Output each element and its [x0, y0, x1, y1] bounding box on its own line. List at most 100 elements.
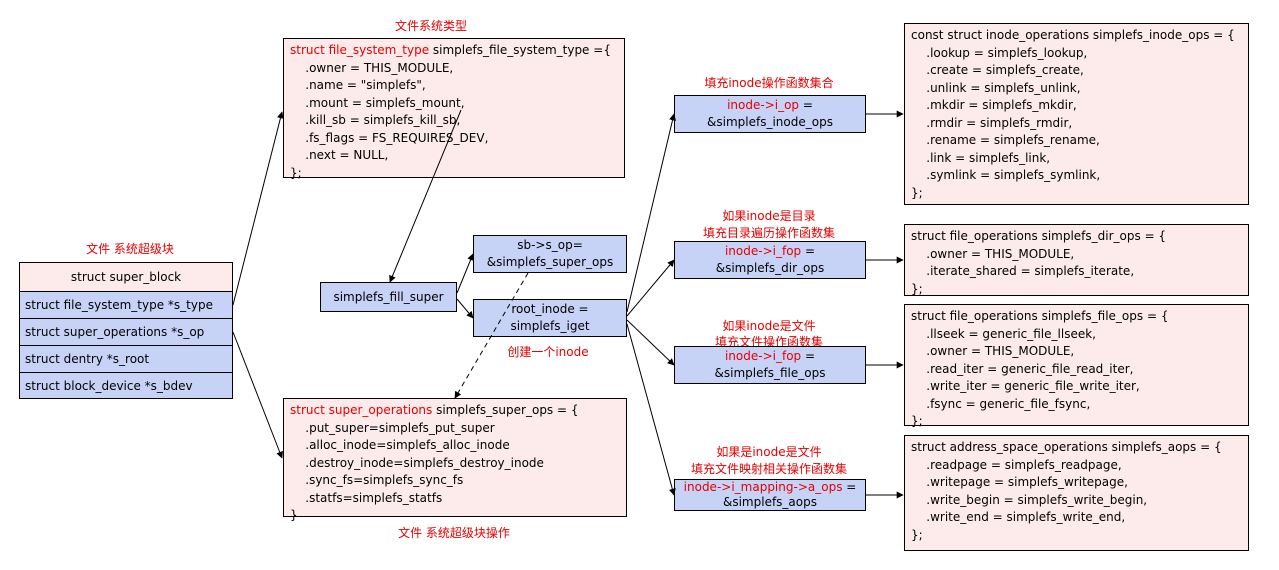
if-file-label-1: 如果inode是文件 [722, 319, 816, 333]
super-ops-line: .alloc_inode=simplefs_alloc_inode [290, 438, 510, 452]
arrow-root-inode-to-i-mapping [626, 323, 676, 496]
file-ops-line: }; [911, 414, 923, 428]
super-block-label: 文件 系统超级块 [86, 242, 174, 256]
aops-line: .write_end = simplefs_write_end, [911, 510, 1126, 524]
if-dir-label-1: 如果inode是目录 [722, 209, 816, 223]
arrow-fill-super-to-sb-op [456, 253, 474, 294]
if-file-map-label-1: 如果是inode是文件 [716, 445, 822, 459]
fs-type-decl: struct file_system_type simplefs_file_sy… [290, 42, 618, 60]
field-s-type: struct file_system_type *s_type [25, 298, 213, 312]
arrow-sb-op-to-super-ops [454, 272, 529, 399]
super-ops-label: 文件 系统超级块操作 [398, 526, 510, 540]
aops-line: struct address_space_operations simplefs… [911, 440, 1222, 454]
arrow-mount-to-fill-super [389, 109, 462, 283]
arrow-root-inode-to-i-fop-dir [626, 259, 675, 317]
root-inode-node: root_inode = simplefs_iget [473, 299, 627, 337]
super-block-field: struct block_device *s_bdev [20, 372, 232, 399]
arrow-root-inode-to-i-op [626, 113, 676, 313]
i-fop-file-line2: &simplefs_file_ops [714, 366, 826, 380]
aops-line: }; [911, 527, 923, 542]
file-ops-line: struct file_operations simplefs_file_ops… [911, 309, 1169, 323]
fill-super-text: simplefs_fill_super [333, 290, 444, 304]
fs-type-decl-rest: simplefs_file_system_type ={ [429, 43, 611, 57]
if-file-label-2: 填充文件操作函数集 [714, 335, 823, 349]
inode-ops-line: .create = simplefs_create, [911, 63, 1084, 77]
i-fop-file-field: inode->i_fop [724, 349, 802, 363]
super-block-field: struct file_system_type *s_type [20, 291, 232, 318]
field-s-op: struct super_operations *s_op [25, 325, 205, 339]
super-ops-decl-rest: simplefs_super_ops = { [432, 403, 579, 417]
i-op-line2: &simplefs_inode_ops [707, 115, 833, 129]
i-mapping-field: inode->i_mapping->a_ops [683, 480, 843, 494]
fs-type-line: .fs_flags = FS_REQUIRES_DEV, [290, 130, 489, 145]
i-mapping-node: inode->i_mapping->a_ops = &simplefs_aops [674, 479, 866, 511]
fs-type-label: 文件系统类型 [394, 19, 467, 33]
inode-ops-line: .symlink = simplefs_symlink, [911, 168, 1101, 182]
i-fop-file-line1: inode->i_fop = [725, 348, 815, 365]
i-fop-dir-line1: inode->i_fop = [725, 243, 815, 260]
sb-op-node: sb->s_op= &simplefs_super_ops [473, 235, 627, 273]
if-file-map-label-2: 填充文件映射相关操作函数集 [690, 462, 847, 476]
super-ops-line: .statfs=simplefs_statfs [290, 490, 443, 505]
i-fop-file-eq: = [801, 349, 816, 363]
inode-ops-line: .link = simplefs_link, [911, 150, 1051, 165]
i-fop-dir-field: inode->i_fop [724, 244, 802, 258]
root-inode-line1: root_inode = [511, 302, 589, 316]
i-fop-file-node: inode->i_fop = &simplefs_file_ops [674, 346, 866, 384]
fs-type-line: .owner = THIS_MODULE, [290, 60, 454, 75]
aops-line: .readpage = simplefs_readpage, [911, 457, 1122, 472]
file-ops-box: struct file_operations simplefs_file_ops… [904, 304, 1249, 428]
super-ops-box: struct super_operations simplefs_super_o… [283, 398, 627, 522]
super-block-header: struct super_block [20, 263, 232, 291]
dir-ops-box: struct file_operations simplefs_dir_ops … [904, 224, 1249, 296]
inode-ops-line: .rmdir = simplefs_rmdir, [911, 115, 1073, 130]
file-ops-line: .fsync = generic_file_fsync, [911, 396, 1091, 411]
inode-ops-line: .lookup = simplefs_lookup, [911, 45, 1088, 60]
fs-type-box: struct file_system_type simplefs_file_sy… [283, 38, 625, 180]
i-mapping-line1: inode->i_mapping->a_ops = [684, 480, 857, 495]
dir-ops-line: .owner = THIS_MODULE, [911, 246, 1075, 261]
arrow-root-inode-to-i-fop-file [626, 319, 675, 366]
inode-ops-line: .mkdir = simplefs_mkdir, [911, 98, 1077, 112]
super-ops-decl-keyword: struct super_operations [290, 403, 433, 417]
i-fop-dir-eq: = [801, 244, 816, 258]
create-inode-label: 创建一个inode [507, 345, 589, 359]
arrow-s-op-to-super-ops [232, 331, 283, 459]
super-block-field: struct super_operations *s_op [20, 318, 232, 345]
inode-ops-line: .rename = simplefs_rename, [911, 133, 1100, 147]
super-block-table: struct super_block struct file_system_ty… [19, 262, 233, 399]
inode-ops-line: }; [911, 185, 923, 200]
root-inode-line2: simplefs_iget [510, 319, 590, 333]
inode-ops-line: const struct inode_operations simplefs_i… [911, 28, 1235, 42]
field-s-bdev: struct block_device *s_bdev [25, 379, 193, 393]
sb-op-line1: sb->s_op= [517, 238, 583, 252]
super-ops-line: .destroy_inode=simplefs_destroy_inode [290, 455, 544, 470]
fs-type-decl-keyword: struct file_system_type [290, 43, 430, 57]
i-op-field: inode->i_op [727, 98, 800, 112]
i-op-line1: inode->i_op = [727, 97, 813, 114]
aops-line: .write_begin = simplefs_write_begin, [911, 492, 1148, 507]
i-fop-dir-line2: &simplefs_dir_ops [715, 261, 825, 275]
super-ops-line: } [290, 508, 298, 522]
aops-box: struct address_space_operations simplefs… [904, 435, 1249, 551]
super-ops-line: .sync_fs=simplefs_sync_fs [290, 473, 464, 487]
dir-ops-line: }; [911, 281, 923, 296]
aops-line: .writepage = simplefs_writepage, [911, 475, 1128, 489]
field-s-root: struct dentry *s_root [25, 352, 150, 366]
file-ops-line: .owner = THIS_MODULE, [911, 344, 1075, 358]
sb-op-line2: &simplefs_super_ops [486, 255, 614, 269]
fs-type-line: .next = NULL, [290, 148, 389, 162]
i-op-node: inode->i_op = &simplefs_inode_ops [674, 95, 866, 133]
file-ops-line: .write_iter = generic_file_write_iter, [911, 379, 1140, 393]
fill-inode-ops-label: 填充inode操作函数集合 [704, 76, 834, 90]
dir-ops-line: .iterate_shared = simplefs_iterate, [911, 264, 1135, 278]
fs-type-line: .name = "simplefs", [290, 78, 426, 92]
super-ops-decl: struct super_operations simplefs_super_o… [290, 402, 620, 420]
fs-type-line: .kill_sb = simplefs_kill_sb, [290, 113, 461, 127]
super-ops-line: .put_super=simplefs_put_super [290, 420, 495, 435]
file-ops-line: .read_iter = generic_file_read_iter, [911, 361, 1134, 376]
fs-type-line: .mount = simplefs_mount, [290, 95, 465, 110]
arrow-s-type-to-fs-type [232, 111, 284, 306]
i-mapping-eq: = [842, 480, 857, 494]
if-dir-label-2: 填充目录遍历操作函数集 [702, 226, 835, 240]
